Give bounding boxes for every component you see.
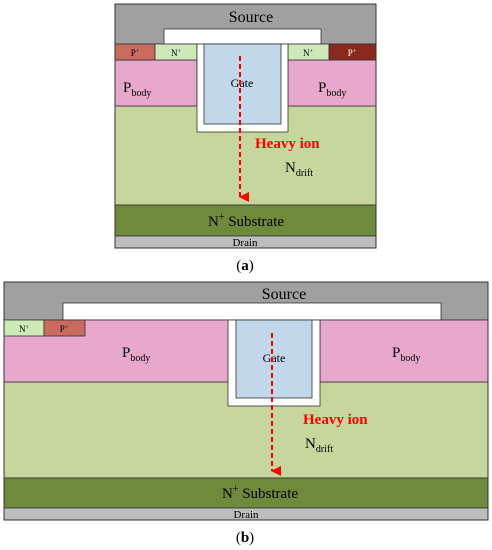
panel-a-device-outline [114, 3, 377, 249]
panel-b-substrate-label: N+ Substrate [222, 484, 298, 502]
panel-a-caption: (a) [236, 258, 254, 274]
panel-b-p-plus-left-label: P+ [60, 324, 69, 334]
panel-a-drain-label: Drain [232, 237, 258, 249]
panel-a-oxide-cap [163, 28, 322, 45]
panel-a-p-body-right [287, 59, 377, 107]
panel-b: Source Gate N+ P+ Pbody Pbody Heavy ion … [3, 281, 489, 546]
panel-b-drain-label: Drain [233, 509, 259, 521]
panel-a-p-body-right-label: Pbody [318, 80, 346, 99]
panel-b-n-plus-left-label: N+ [19, 324, 30, 334]
panel-a-substrate-label: N+ Substrate [208, 212, 284, 230]
panel-a-n-drift-label: Ndrift [285, 160, 313, 179]
panel-b-p-body-right [319, 319, 489, 383]
panel-b-device-outline [3, 281, 489, 521]
panel-b-p-body-right-label: Pbody [392, 345, 420, 364]
panel-b-n-drift-label: Ndrift [305, 436, 333, 455]
panel-a-p-plus-left-label: P+ [131, 48, 140, 58]
panel-b-source-label: Source [262, 286, 306, 303]
panel-b-gate-label: Gate [263, 351, 286, 365]
panel-b-oxide-cap [62, 302, 442, 321]
panel-a-n-plus-right-label: N+ [303, 48, 314, 58]
panel-a: Source Gate P+ N+ N+ P+ Pbody Pbody Heav… [114, 3, 377, 274]
panel-b-n-substrate-region [3, 477, 489, 509]
panel-b-gate-region [235, 319, 313, 399]
panel-a-gate-label: Gate [231, 76, 254, 90]
panel-b-p-plus-left [43, 319, 86, 337]
panel-b-p-body-left-label: Pbody [122, 345, 150, 364]
panel-a-p-plus-right-label: P+ [348, 48, 357, 58]
panel-b-caption: (b) [236, 530, 254, 546]
panel-a-n-plus-left-label: N+ [171, 48, 182, 58]
panel-b-heavy-ion-label: Heavy ion [303, 412, 368, 428]
panel-a-p-body-left-label: Pbody [123, 80, 151, 99]
panel-a-heavy-ion-label: Heavy ion [255, 136, 320, 152]
panel-a-source-label: Source [229, 9, 273, 26]
panel-a-gate-region [203, 43, 282, 125]
